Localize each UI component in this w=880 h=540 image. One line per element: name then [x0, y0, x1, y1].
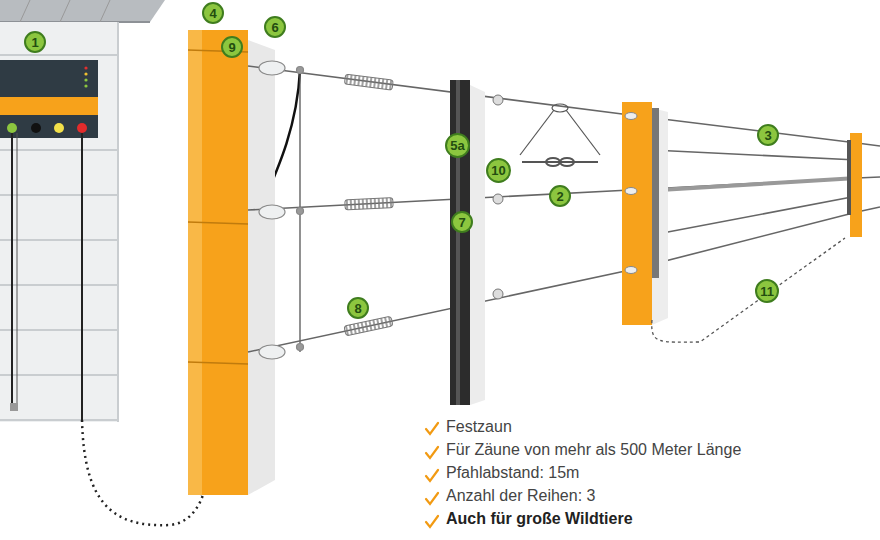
middle-post: [622, 102, 668, 325]
check-marks: [426, 423, 438, 527]
roof: [0, 0, 165, 22]
tensioners: [344, 74, 393, 336]
feature-item: Auch für große Wildtiere: [446, 510, 633, 528]
feature-item: Festzaun: [446, 418, 512, 436]
knot-detail: [520, 104, 600, 166]
callout-circle: 1: [24, 31, 46, 53]
callout-number: 10: [491, 163, 505, 178]
far-post: [847, 133, 862, 237]
callout-number: 7: [458, 215, 465, 230]
ground-wire: [652, 238, 845, 342]
wooden-wall: [0, 22, 118, 422]
corner-post: [188, 30, 275, 495]
callout-circle: 10: [486, 158, 511, 183]
feature-item: Anzahl der Reihen: 3: [446, 487, 595, 505]
callout-circle: 4: [202, 2, 224, 24]
callout-circle: 7: [451, 211, 473, 233]
post-insulators: [493, 95, 503, 299]
callout-circle: 2: [549, 185, 571, 207]
insulators: [259, 61, 304, 359]
callout-circle: 11: [755, 279, 779, 303]
callout-number: 11: [760, 284, 774, 299]
callout-number: 6: [271, 20, 278, 35]
callout-number: 5a: [450, 138, 464, 153]
fence-wires: [248, 66, 880, 352]
callout-number: 2: [556, 189, 563, 204]
line-post: [450, 80, 485, 405]
callout-number: 3: [764, 128, 771, 143]
energizer: [0, 60, 98, 138]
callout-circle: 5a: [445, 133, 470, 158]
tape: [660, 178, 857, 190]
callout-circle: 6: [264, 16, 286, 38]
callout-circle: 8: [347, 297, 369, 319]
callout-number: 8: [354, 301, 361, 316]
callout-number: 1: [31, 35, 38, 50]
feature-item: Für Zäune von mehr als 500 Meter Länge: [446, 441, 741, 459]
callout-circle: 3: [757, 124, 779, 146]
callout-number: 9: [228, 40, 235, 55]
callout-number: 4: [209, 6, 216, 21]
callout-circle: 9: [221, 36, 243, 58]
feature-item: Pfahlabstand: 15m: [446, 464, 579, 482]
